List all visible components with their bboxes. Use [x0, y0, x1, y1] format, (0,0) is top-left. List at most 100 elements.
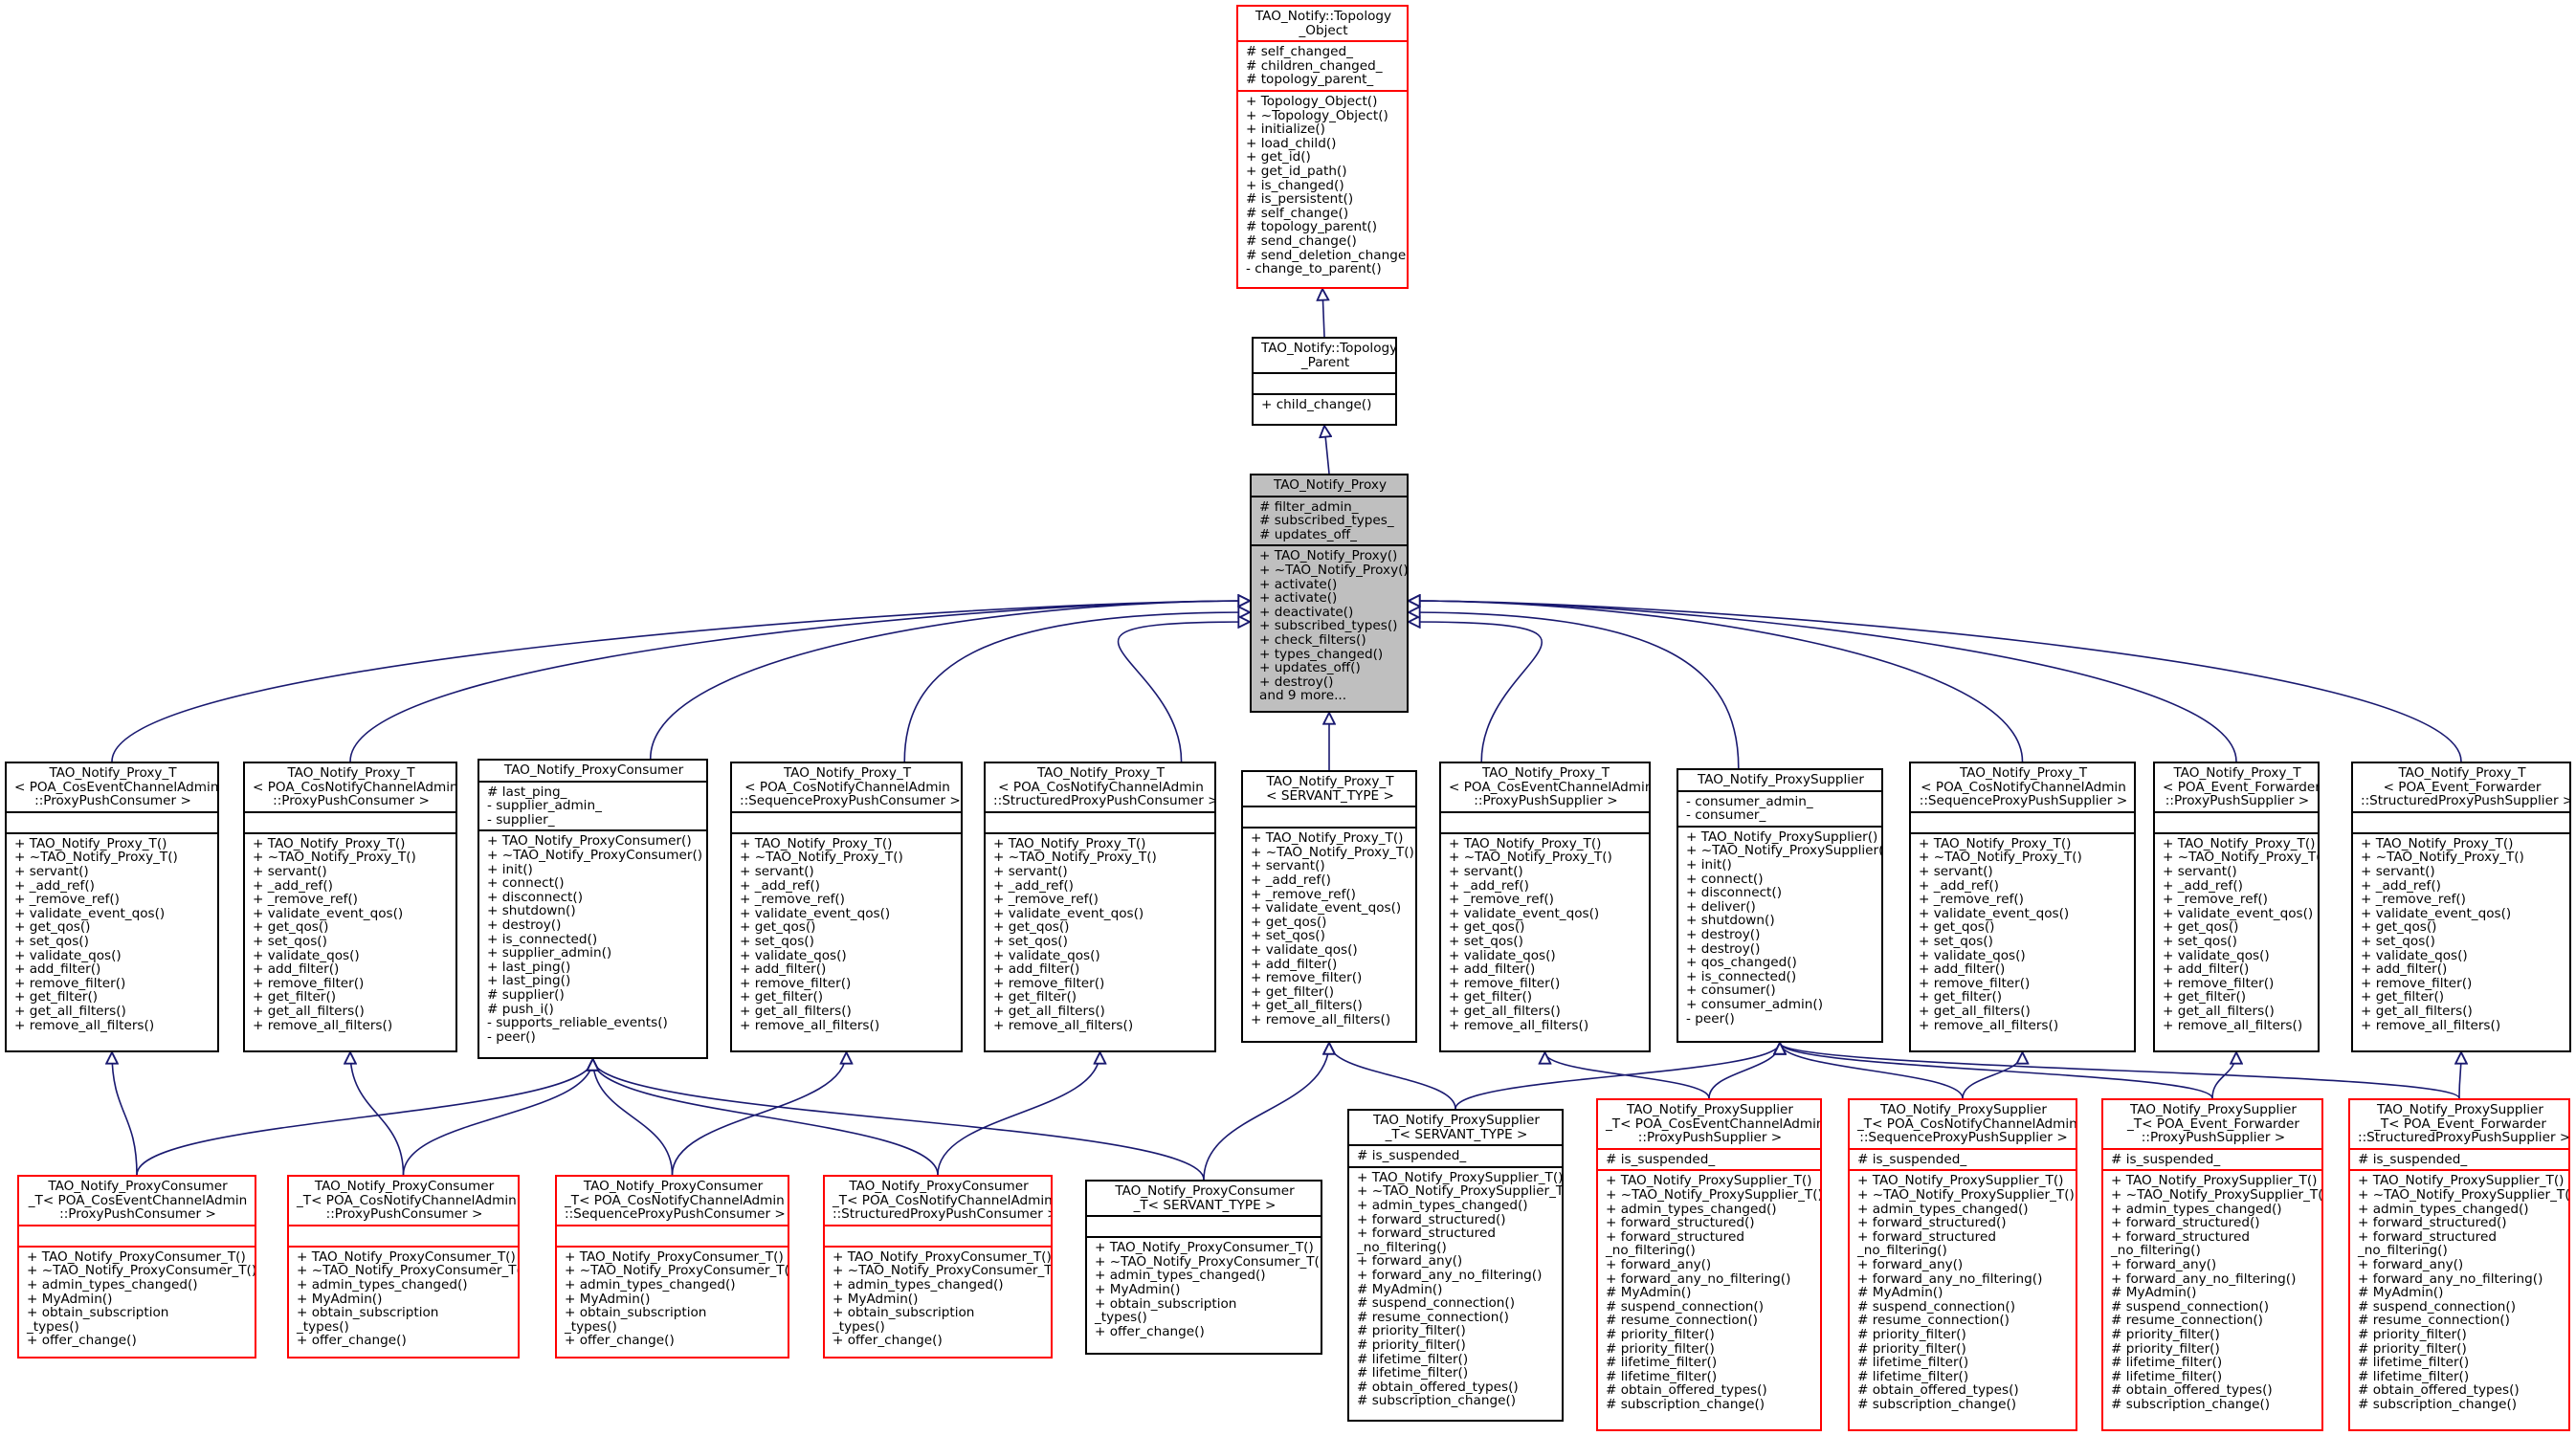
attribute: - consumer_: [1686, 807, 1766, 824]
class-node-proxy-t-cos-push-supplier[interactable]: TAO_Notify_Proxy_T< POA_CosEventChannelA…: [1439, 762, 1651, 1052]
class-node-topology-parent[interactable]: TAO_Notify::Topology_Parent+ child_chang…: [1252, 337, 1397, 426]
class-node-proxy-supplier[interactable]: TAO_Notify_ProxySupplier- consumer_admin…: [1677, 768, 1883, 1043]
method: + add_filter(): [740, 961, 827, 978]
method: + get_all_filters(): [1449, 1003, 1561, 1019]
method: + activate(): [1259, 590, 1338, 607]
method: + forward_any_no_filtering(): [1357, 1267, 1543, 1283]
method: + get_qos(): [740, 919, 816, 936]
method: + forward_any(): [1857, 1256, 1964, 1272]
method: # obtain_offered_types(): [2111, 1382, 2273, 1399]
method: # suspend_connection(): [1606, 1298, 1765, 1314]
method: + destroy(): [487, 917, 562, 933]
method: + offer_change(): [297, 1333, 407, 1349]
method: + get_qos(): [253, 919, 329, 936]
method: + TAO_Notify_ProxySupplier_T(): [1857, 1173, 2064, 1189]
method: + servant(): [253, 863, 327, 879]
class-title: TAO_Notify_Proxy_T< POA_CosNotifyChannel…: [1911, 763, 2134, 811]
method: # priority_filter(): [2358, 1340, 2467, 1357]
class-node-notify-proxy[interactable]: TAO_Notify_Proxy# filter_admin_# subscri…: [1250, 474, 1409, 713]
class-node-supplier-t-sequence-push[interactable]: TAO_Notify_ProxySupplier_T< POA_CosNotif…: [1848, 1098, 2077, 1431]
class-node-proxy-t-forwarder-structured-supplier[interactable]: TAO_Notify_Proxy_T< POA_Event_Forwarder:…: [2351, 762, 2571, 1052]
class-title: TAO_Notify_ProxySupplier_T< SERVANT_TYPE…: [1349, 1111, 1562, 1144]
method: # priority_filter(): [1606, 1326, 1715, 1342]
method: # suspend_connection(): [1357, 1295, 1516, 1312]
inheritance-edge: [593, 1059, 674, 1176]
class-title: TAO_Notify::Topology_Object: [1238, 7, 1407, 40]
inheritance-edge: [350, 1052, 405, 1176]
method: # lifetime_filter(): [2111, 1368, 2223, 1384]
class-title-line: ::StructuredProxyPushConsumer >: [993, 793, 1214, 809]
method: - peer(): [487, 1028, 536, 1045]
method: + last_ping(): [487, 973, 571, 989]
method: + remove_all_filters(): [740, 1017, 880, 1033]
class-node-proxy-consumer[interactable]: TAO_Notify_ProxyConsumer# last_ping_- su…: [477, 759, 708, 1059]
method: + remove_all_filters(): [2163, 1017, 2303, 1033]
method: + validate_event_qos(): [253, 905, 404, 921]
class-node-consumer-t-sequence-push[interactable]: TAO_Notify_ProxyConsumer_T< POA_CosNotif…: [555, 1175, 789, 1359]
method: + get_id_path(): [1246, 163, 1347, 179]
inheritance-edge: [1708, 1043, 1780, 1099]
method: + forward_any(): [2358, 1256, 2464, 1272]
method: + forward_any_no_filtering(): [2358, 1270, 2543, 1287]
method: + connect(): [1686, 871, 1764, 887]
method: + ~TAO_Notify_Proxy_T(): [993, 850, 1157, 866]
method: + TAO_Notify_ProxyConsumer_T(): [27, 1248, 246, 1265]
method: + get_filter(): [993, 989, 1077, 1005]
class-title-line: ::SequenceProxyPushSupplier >: [1919, 793, 2128, 809]
method: + _add_ref(): [1251, 872, 1331, 888]
class-attributes: [557, 1224, 788, 1246]
method: + is_changed(): [1246, 177, 1344, 193]
class-node-consumer-t-notify-push[interactable]: TAO_Notify_ProxyConsumer_T< POA_CosNotif…: [287, 1175, 520, 1359]
attribute: # is_suspended_: [1606, 1151, 1716, 1167]
class-title-line: ::ProxyPushConsumer >: [325, 1206, 483, 1223]
class-title-line: < POA_CosEventChannelAdmin: [14, 779, 217, 795]
class-node-proxy-t-sequence-push-supplier[interactable]: TAO_Notify_Proxy_T< POA_CosNotifyChannel…: [1909, 762, 2136, 1052]
attribute: # is_suspended_: [2111, 1151, 2221, 1167]
class-title: TAO_Notify_ProxyConsumer_T< SERVANT_TYPE…: [1087, 1182, 1321, 1215]
class-node-consumer-t-structured-push[interactable]: TAO_Notify_ProxyConsumer_T< POA_CosNotif…: [823, 1175, 1053, 1359]
method: + initialize(): [1246, 122, 1325, 138]
method: # lifetime_filter(): [2358, 1368, 2470, 1384]
class-node-supplier-t-forwarder-push[interactable]: TAO_Notify_ProxySupplier_T< POA_Event_Fo…: [2101, 1098, 2323, 1431]
method: + add_filter(): [993, 961, 1080, 978]
class-node-topology-object[interactable]: TAO_Notify::Topology_Object# self_change…: [1236, 5, 1409, 289]
class-node-supplier-t-servant-type[interactable]: TAO_Notify_ProxySupplier_T< SERVANT_TYPE…: [1347, 1109, 1564, 1422]
inheritance-edge: [1409, 601, 2024, 762]
method: + TAO_Notify_Proxy(): [1259, 548, 1398, 564]
class-node-proxy-t-forwarder-push-supplier[interactable]: TAO_Notify_Proxy_T< POA_Event_Forwarder:…: [2153, 762, 2320, 1052]
class-methods: + TAO_Notify_ProxySupplier_T()+ ~TAO_Not…: [2103, 1169, 2321, 1414]
class-node-supplier-t-forwarder-structured[interactable]: TAO_Notify_ProxySupplier_T< POA_Event_Fo…: [2348, 1098, 2570, 1431]
method: + MyAdmin(): [833, 1291, 919, 1307]
method: + forward_structured: [2111, 1228, 2250, 1245]
class-attributes: [1911, 810, 2134, 832]
method: + remove_all_filters(): [1449, 1017, 1589, 1033]
method: + servant(): [1449, 863, 1523, 879]
attribute: # is_suspended_: [1857, 1151, 1967, 1167]
class-attributes: [986, 810, 1214, 832]
method: + validate_event_qos(): [1449, 905, 1600, 921]
class-node-supplier-t-cos-push[interactable]: TAO_Notify_ProxySupplier_T< POA_CosEvent…: [1596, 1098, 1822, 1431]
method: # suspend_connection(): [2111, 1298, 2270, 1314]
method: + _remove_ref(): [1251, 886, 1356, 902]
class-node-proxy-t-cos-push-consumer[interactable]: TAO_Notify_Proxy_T< POA_CosEventChannelA…: [5, 762, 219, 1052]
class-title-line: TAO_Notify_Proxy_T: [1266, 774, 1394, 789]
class-node-proxy-t-structured-push-consumer[interactable]: TAO_Notify_Proxy_T< POA_CosNotifyChannel…: [984, 762, 1216, 1052]
method: + ~TAO_Notify_ProxyConsumer_T(): [297, 1263, 518, 1279]
class-node-consumer-t-cos-push[interactable]: TAO_Notify_ProxyConsumer_T< POA_CosEvent…: [17, 1175, 256, 1359]
class-methods: + TAO_Notify_ProxySupplier_T()+ ~TAO_Not…: [1850, 1169, 2076, 1414]
method: + activate(): [1259, 576, 1338, 592]
class-node-consumer-t-servant-type[interactable]: TAO_Notify_ProxyConsumer_T< SERVANT_TYPE…: [1085, 1180, 1322, 1355]
class-attributes: # is_suspended_: [2103, 1147, 2321, 1170]
method: + _remove_ref(): [1919, 892, 2024, 908]
class-node-proxy-t-notify-push-consumer[interactable]: TAO_Notify_Proxy_T< POA_CosNotifyChannel…: [243, 762, 457, 1052]
class-node-proxy-t-sequence-push-consumer[interactable]: TAO_Notify_Proxy_T< POA_CosNotifyChannel…: [730, 762, 963, 1052]
class-node-proxy-t-servant-type[interactable]: TAO_Notify_Proxy_T< SERVANT_TYPE >+ TAO_…: [1241, 770, 1417, 1043]
class-methods: + TAO_Notify_ProxyConsumer_T()+ ~TAO_Not…: [825, 1245, 1051, 1351]
method: _no_filtering(): [1357, 1239, 1447, 1255]
inheritance-edge: [1322, 289, 1324, 338]
method: + set_qos(): [1251, 928, 1325, 944]
inheritance-edge: [1409, 622, 1543, 762]
class-title-line: ::SequenceProxyPushConsumer >: [565, 1206, 786, 1223]
method: + offer_change(): [27, 1333, 137, 1349]
method: + get_filter(): [14, 989, 99, 1005]
